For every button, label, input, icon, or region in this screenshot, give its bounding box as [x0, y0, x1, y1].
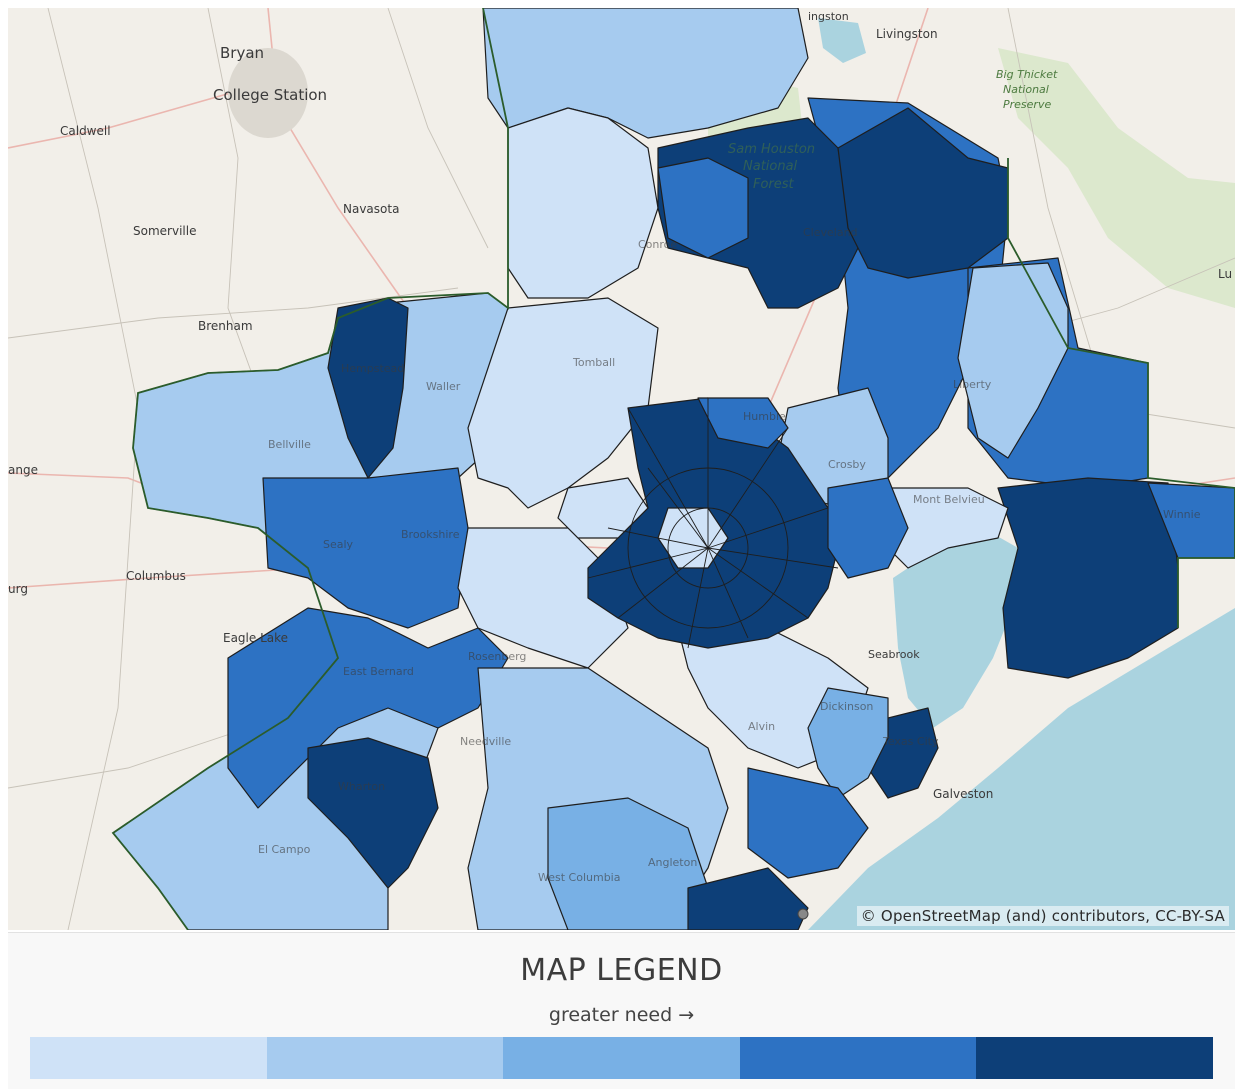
region-dickinson[interactable]	[807, 687, 889, 799]
legend-swatch	[30, 1037, 267, 1079]
region-far-east[interactable]	[1147, 482, 1235, 559]
place-label: Liberty	[953, 378, 992, 391]
place-label: Bellville	[268, 438, 311, 451]
place-label: Brookshire	[401, 528, 460, 541]
map-legend: MAP LEGEND greater need →	[8, 932, 1235, 1089]
place-label: Mont Belvieu	[913, 493, 985, 506]
park-label: Big Thicket	[996, 68, 1058, 81]
place-label: Rosenberg	[468, 650, 526, 663]
legend-swatch	[266, 1037, 504, 1079]
place-label: Cleveland	[803, 226, 858, 239]
place-label: Alvin	[748, 720, 775, 733]
place-label: Tomball	[572, 356, 615, 369]
region-wharton[interactable]	[307, 737, 439, 889]
place-label: West Columbia	[538, 871, 620, 884]
park-labels: Big Thicket National Preserve Sam Housto…	[728, 68, 1058, 192]
region-central-light[interactable]	[467, 297, 659, 509]
place-label: Conroe	[638, 238, 677, 251]
region-north-light[interactable]	[507, 107, 659, 299]
place-label: Brenham	[198, 319, 253, 333]
region-hempstead[interactable]	[327, 297, 409, 479]
park-label: National	[743, 159, 798, 174]
region-conroe-blue[interactable]	[657, 157, 749, 259]
place-label: Seabrook	[868, 648, 920, 661]
place-label: Galveston	[933, 787, 993, 801]
urban-area-bryan	[228, 48, 308, 138]
region-winnie[interactable]	[997, 477, 1179, 679]
place-label: Dickinson	[820, 700, 873, 713]
region-waller-brookshire[interactable]	[262, 467, 469, 629]
legend-swatch	[976, 1037, 1213, 1079]
legend-swatch	[739, 1037, 977, 1079]
place-label: Caldwell	[60, 124, 111, 138]
region-east-core[interactable]	[827, 477, 909, 579]
place-label: urg	[8, 582, 28, 596]
lake-livingston	[818, 18, 866, 63]
region-west-core-light[interactable]	[557, 477, 649, 539]
place-label: Somerville	[133, 224, 196, 238]
place-label: Lu	[1218, 267, 1232, 281]
pushpin-icon	[797, 908, 809, 920]
park-label: Forest	[753, 177, 795, 192]
place-label: Hempstead	[341, 362, 404, 375]
forest-area	[998, 48, 1235, 308]
place-label: Bryan	[220, 44, 264, 62]
place-label: ange	[8, 463, 38, 477]
park-label: Preserve	[1003, 98, 1051, 111]
map-attribution: © OpenStreetMap (and) contributors, CC-B…	[856, 906, 1229, 926]
legend-title: MAP LEGEND	[520, 953, 723, 988]
place-label: Angleton	[648, 856, 697, 869]
galveston-bay	[893, 528, 1018, 728]
place-label: ingston	[808, 10, 849, 23]
region-south-blue[interactable]	[747, 767, 869, 879]
place-label: Sealy	[323, 538, 354, 551]
region-outline	[111, 8, 1235, 930]
region-north-strip[interactable]	[482, 8, 809, 139]
place-label: Crosby	[828, 458, 866, 471]
region-liberty-light[interactable]	[957, 262, 1069, 459]
place-label: Wharton	[338, 780, 385, 793]
region-polygons[interactable]	[112, 8, 1235, 930]
place-label: Waller	[426, 380, 461, 393]
place-label: Navasota	[343, 202, 399, 216]
legend-color-scale	[30, 1037, 1213, 1079]
core-subdivisions	[587, 398, 839, 649]
place-label: College Station	[213, 86, 327, 104]
place-label: Needville	[460, 735, 511, 748]
map-view[interactable]: Bryan College Station Caldwell Navasota …	[8, 8, 1235, 930]
place-label: El Campo	[258, 843, 311, 856]
gulf-of-mexico	[808, 608, 1235, 930]
park-label: Sam Houston	[728, 142, 815, 157]
place-label: Winnie	[1163, 508, 1201, 521]
map-canvas[interactable]: Bryan College Station Caldwell Navasota …	[8, 8, 1235, 930]
place-label: Columbus	[126, 569, 186, 583]
legend-swatch	[503, 1037, 740, 1079]
place-labels: Bryan College Station Caldwell Navasota …	[8, 10, 1232, 884]
place-label: East Bernard	[343, 665, 414, 678]
place-label: Eagle Lake	[223, 631, 288, 645]
park-label: National	[1003, 83, 1049, 96]
place-label: Livingston	[876, 27, 938, 41]
region-cleveland-east[interactable]	[837, 107, 1009, 279]
place-label: Humble	[743, 410, 786, 423]
region-sealy-south[interactable]	[227, 607, 509, 809]
place-label: Texas City	[882, 735, 939, 748]
region-north-core[interactable]	[697, 397, 789, 449]
legend-subtitle: greater need →	[548, 1004, 695, 1026]
